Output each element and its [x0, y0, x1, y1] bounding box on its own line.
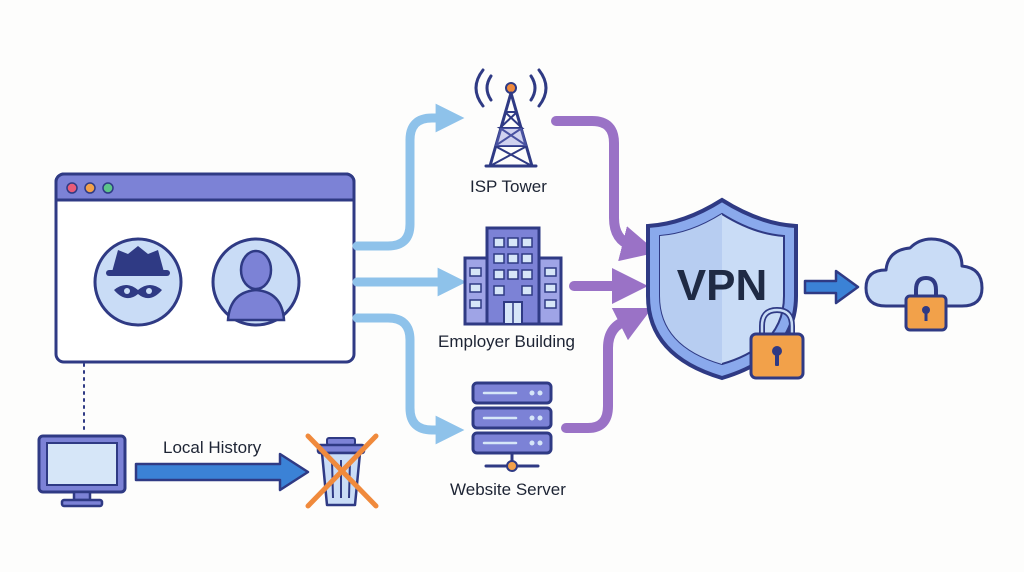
radio-tower-icon [474, 68, 548, 168]
local-history-label: Local History [163, 438, 262, 457]
padlock-icon [749, 306, 805, 380]
arrow-to-server [352, 313, 465, 445]
employer-building-label: Employer Building [438, 332, 576, 351]
arrow-vpn-to-cloud [803, 269, 860, 305]
vpn-label: VPN [677, 261, 767, 310]
desktop-monitor-icon [37, 434, 127, 508]
arrow-server-to-vpn [561, 307, 653, 433]
maximize-dot-icon [102, 182, 114, 194]
arrow-isp-to-vpn [551, 116, 658, 262]
incognito-icon [93, 237, 183, 327]
server-rack-icon [471, 381, 553, 472]
close-dot-icon [66, 182, 78, 194]
local-history-arrow [134, 452, 310, 492]
arrow-to-isp [352, 103, 465, 251]
flow-arrows-to-trackers [352, 103, 467, 445]
minimize-dot-icon [84, 182, 96, 194]
isp-tower-label: ISP Tower [470, 177, 547, 196]
shield-lock-icon: VPN [646, 197, 805, 381]
crossed-out-trash-icon [305, 433, 379, 509]
office-building-icon [463, 226, 563, 326]
cloud-lock-icon [864, 237, 984, 332]
user-avatar-icon [211, 237, 301, 327]
browser-window [54, 172, 356, 364]
website-server-label: Website Server [450, 480, 566, 499]
flow-arrows-to-vpn [551, 116, 658, 433]
